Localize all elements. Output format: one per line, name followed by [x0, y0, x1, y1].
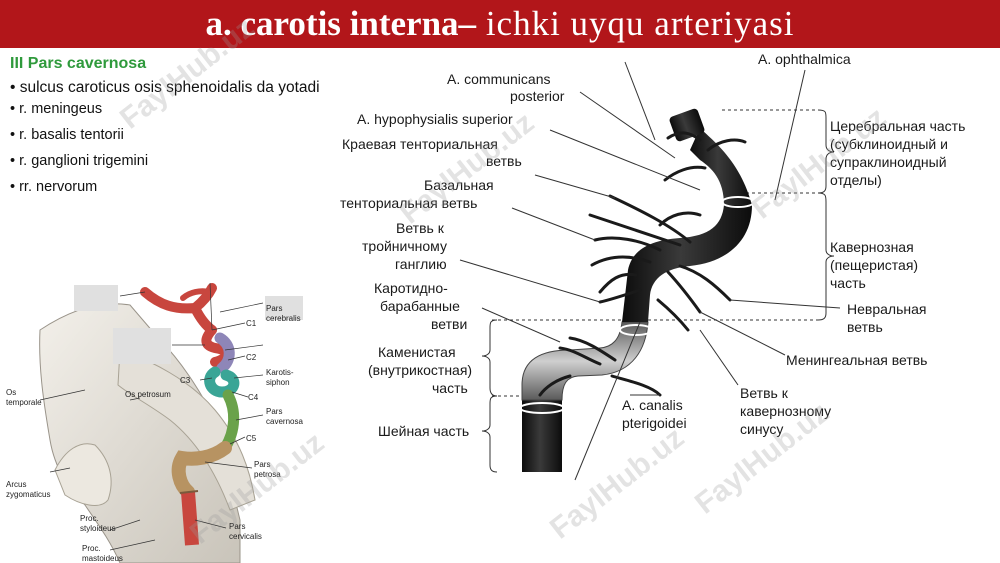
label-arcus-zygomaticus-1: Arcus [6, 480, 26, 489]
label-a-canalis-1: A. canalis [622, 397, 683, 413]
artery-cavernosa-coil [204, 366, 240, 398]
label-c1: C1 [246, 319, 257, 328]
list-item: • r. basalis tentorii [10, 127, 124, 143]
list-item: • r. meningeus [10, 101, 103, 117]
artery-branches [538, 131, 747, 397]
right-brackets [817, 109, 835, 321]
label-vetv-k-tr-2: тройничному [362, 238, 447, 254]
label-kavernoznaya-2: (пещеристая) [830, 257, 918, 273]
label-kamenistaya-1: Каменистая [378, 344, 456, 360]
label-nevralnaya-2: ветвь [847, 319, 883, 335]
label-cerebralnaya-3: супраклиноидный [830, 154, 947, 170]
label-placeholder-box [265, 296, 303, 320]
artery-cavernosa-segment [219, 389, 240, 454]
label-bazalnaya-2: тенториальная ветвь [340, 195, 477, 211]
label-proc-styloideus-1: Proc. [80, 514, 99, 523]
segment-dashed-lines [492, 109, 818, 397]
label-vetv-k-kav-2: кавернозному [740, 403, 831, 419]
label-vetv-k-tr-1: Ветвь к [396, 220, 445, 236]
label-kraevaya-1: Краевая тенториальная [342, 136, 498, 152]
label-vetv-k-tr-3: ганглию [395, 256, 447, 272]
label-sheynaya: Шейная часть [378, 423, 469, 439]
left-text-block: III Pars cavernosa • sulcus caroticus os… [10, 55, 320, 203]
label-placeholder-box [113, 328, 171, 364]
label-placeholder-box [74, 285, 118, 311]
skull-base-figure: C1 C2 C3 C4 C5 Pars cerebralis Karotis- … [6, 282, 303, 563]
label-a-canalis-2: pterigoidei [622, 415, 687, 431]
label-c5: C5 [246, 434, 257, 443]
label-pars-cerebralis-2: cerebralis [266, 314, 301, 323]
carotid-schematic: A. ophthalmica A. communicans posterior … [340, 51, 965, 481]
label-a-ophthalmica: A. ophthalmica [758, 51, 851, 67]
label-pars-cavernosa-1: Pars [266, 407, 282, 416]
slide-title-uzbek: ichki uyqu arteriyasi [476, 4, 795, 43]
label-pars-cavernosa-2: cavernosa [266, 417, 303, 426]
label-c4: C4 [248, 393, 259, 402]
petrous-ridge-shape [117, 349, 256, 511]
label-pars-cervicalis-2: cervicalis [229, 532, 262, 541]
label-c3: C3 [180, 376, 191, 385]
label-a-comm-post-1: A. communicans [447, 71, 550, 87]
left-leader-lines [39, 282, 264, 551]
label-cerebralnaya-1: Церебральная часть [830, 118, 965, 134]
label-a-comm-post-2: posterior [510, 88, 565, 104]
label-os-temporale-2: temporale [6, 398, 42, 407]
label-cerebralnaya-4: отделы) [830, 172, 882, 188]
label-proc-mastoideus-1: Proc. [82, 544, 101, 553]
label-kavernoznaya-1: Кавернозная [830, 239, 914, 255]
list-item: • sulcus caroticus osis sphenoidalis da … [10, 79, 320, 96]
zygomatic-arch-shape [54, 443, 112, 506]
label-os-temporale-1: Os [6, 388, 16, 397]
label-pars-petrosa-1: Pars [254, 460, 270, 469]
artery-cavernous-segment [622, 205, 752, 322]
label-meningealnaya: Менингеальная ветвь [786, 352, 927, 368]
label-kavernoznaya-3: часть [830, 275, 866, 291]
artery-branch [180, 288, 213, 301]
label-karotidno-3: ветви [431, 316, 467, 332]
artery-rings [519, 196, 755, 414]
label-pars-cervicalis-1: Pars [229, 522, 245, 531]
label-kamenistaya-3: часть [432, 380, 468, 396]
label-karotidno-2: барабанные [380, 298, 460, 314]
slide-title-latin: a. carotis interna– [205, 4, 477, 43]
label-pars-cerebralis-1: Pars [266, 304, 282, 313]
label-bazalnaya-1: Базальная [424, 177, 494, 193]
label-nevralnaya-1: Невральная [847, 301, 926, 317]
section-heading: III Pars cavernosa [10, 55, 147, 72]
label-vetv-k-kav-1: Ветвь к [740, 385, 789, 401]
label-karotis-siphon-1: Karotis- [266, 368, 294, 377]
label-vetv-k-kav-3: синусу [740, 421, 783, 437]
artery-cerebral-segment [690, 128, 752, 205]
label-os-petrosum: Os petrosum [125, 390, 171, 399]
watermark: FaylHub.uz [544, 421, 690, 546]
artery-cervical-segment [181, 491, 199, 546]
artery-band [179, 490, 199, 494]
label-karotis-siphon-2: siphon [266, 378, 290, 387]
right-leader-lines [459, 61, 841, 481]
slide-title: a. carotis interna– ichki uyqu arteriyas… [0, 0, 1000, 48]
label-pars-petrosa-2: petrosa [254, 470, 281, 479]
artery-siphon-segment [214, 332, 235, 374]
artery-cerebral-segment [140, 283, 217, 335]
label-cerebralnaya-2: (субклиноидный и [830, 136, 948, 152]
label-proc-mastoideus-2: mastoideus [82, 554, 123, 563]
watermark: FaylHub.uz [114, 11, 260, 136]
list-item: • r. ganglioni trigemini [10, 153, 149, 169]
artery-petrosa-segment [171, 441, 232, 499]
label-kraevaya-2: ветвь [486, 153, 522, 169]
label-kamenistaya-2: (внутрикостная) [368, 362, 472, 378]
label-proc-styloideus-2: styloideus [80, 524, 116, 533]
label-arcus-zygomaticus-2: zygomaticus [6, 490, 50, 499]
left-brackets [481, 319, 498, 473]
label-c2: C2 [246, 353, 257, 362]
label-a-hypophysialis: A. hypophysialis superior [357, 111, 513, 127]
label-karotidno-1: Каротидно- [374, 280, 448, 296]
list-item: • rr. nervorum [10, 179, 98, 195]
